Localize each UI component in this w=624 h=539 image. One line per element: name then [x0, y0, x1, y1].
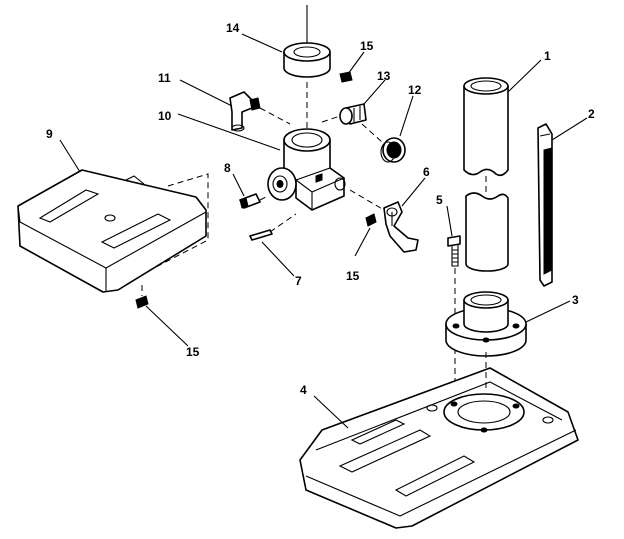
- part-crank-handle: [349, 189, 419, 253]
- part-worm-shaft: [321, 103, 367, 125]
- label-8: 8: [224, 161, 231, 175]
- part-set-screw-crank: [365, 213, 377, 227]
- label-9: 9: [46, 127, 53, 141]
- label-4: 4: [300, 383, 307, 397]
- label-13: 13: [377, 69, 391, 83]
- part-column: [463, 77, 509, 272]
- leader-lines: [59, 33, 588, 429]
- part-rack: [537, 123, 553, 287]
- part-labels: 1 2 3 4 5 6 7 8 9 10 11 12 13 14 15 15 1…: [46, 21, 595, 397]
- label-14: 14: [226, 21, 240, 35]
- part-support-bracket: [267, 82, 346, 211]
- label-6: 6: [423, 165, 430, 179]
- label-15-crank: 15: [346, 269, 360, 283]
- label-7: 7: [295, 274, 302, 288]
- part-gear: [361, 123, 406, 163]
- part-lock-bolt: [239, 193, 269, 209]
- label-15-top: 15: [360, 39, 374, 53]
- label-2: 2: [588, 107, 595, 121]
- part-set-screw-upper: [339, 71, 353, 83]
- part-base: [299, 352, 579, 529]
- label-10: 10: [158, 109, 172, 123]
- part-set-screw-lower: [135, 285, 149, 309]
- label-5: 5: [436, 193, 443, 207]
- part-column-flange: [445, 291, 527, 357]
- label-15-table: 15: [186, 345, 200, 359]
- label-11: 11: [158, 71, 171, 85]
- label-3: 3: [572, 293, 579, 307]
- part-ring-collar: [283, 5, 331, 78]
- part-roll-pin: [249, 213, 297, 241]
- part-table: [17, 169, 207, 293]
- label-12: 12: [408, 83, 422, 97]
- part-elbow-lock: [229, 91, 291, 132]
- label-1: 1: [544, 49, 551, 63]
